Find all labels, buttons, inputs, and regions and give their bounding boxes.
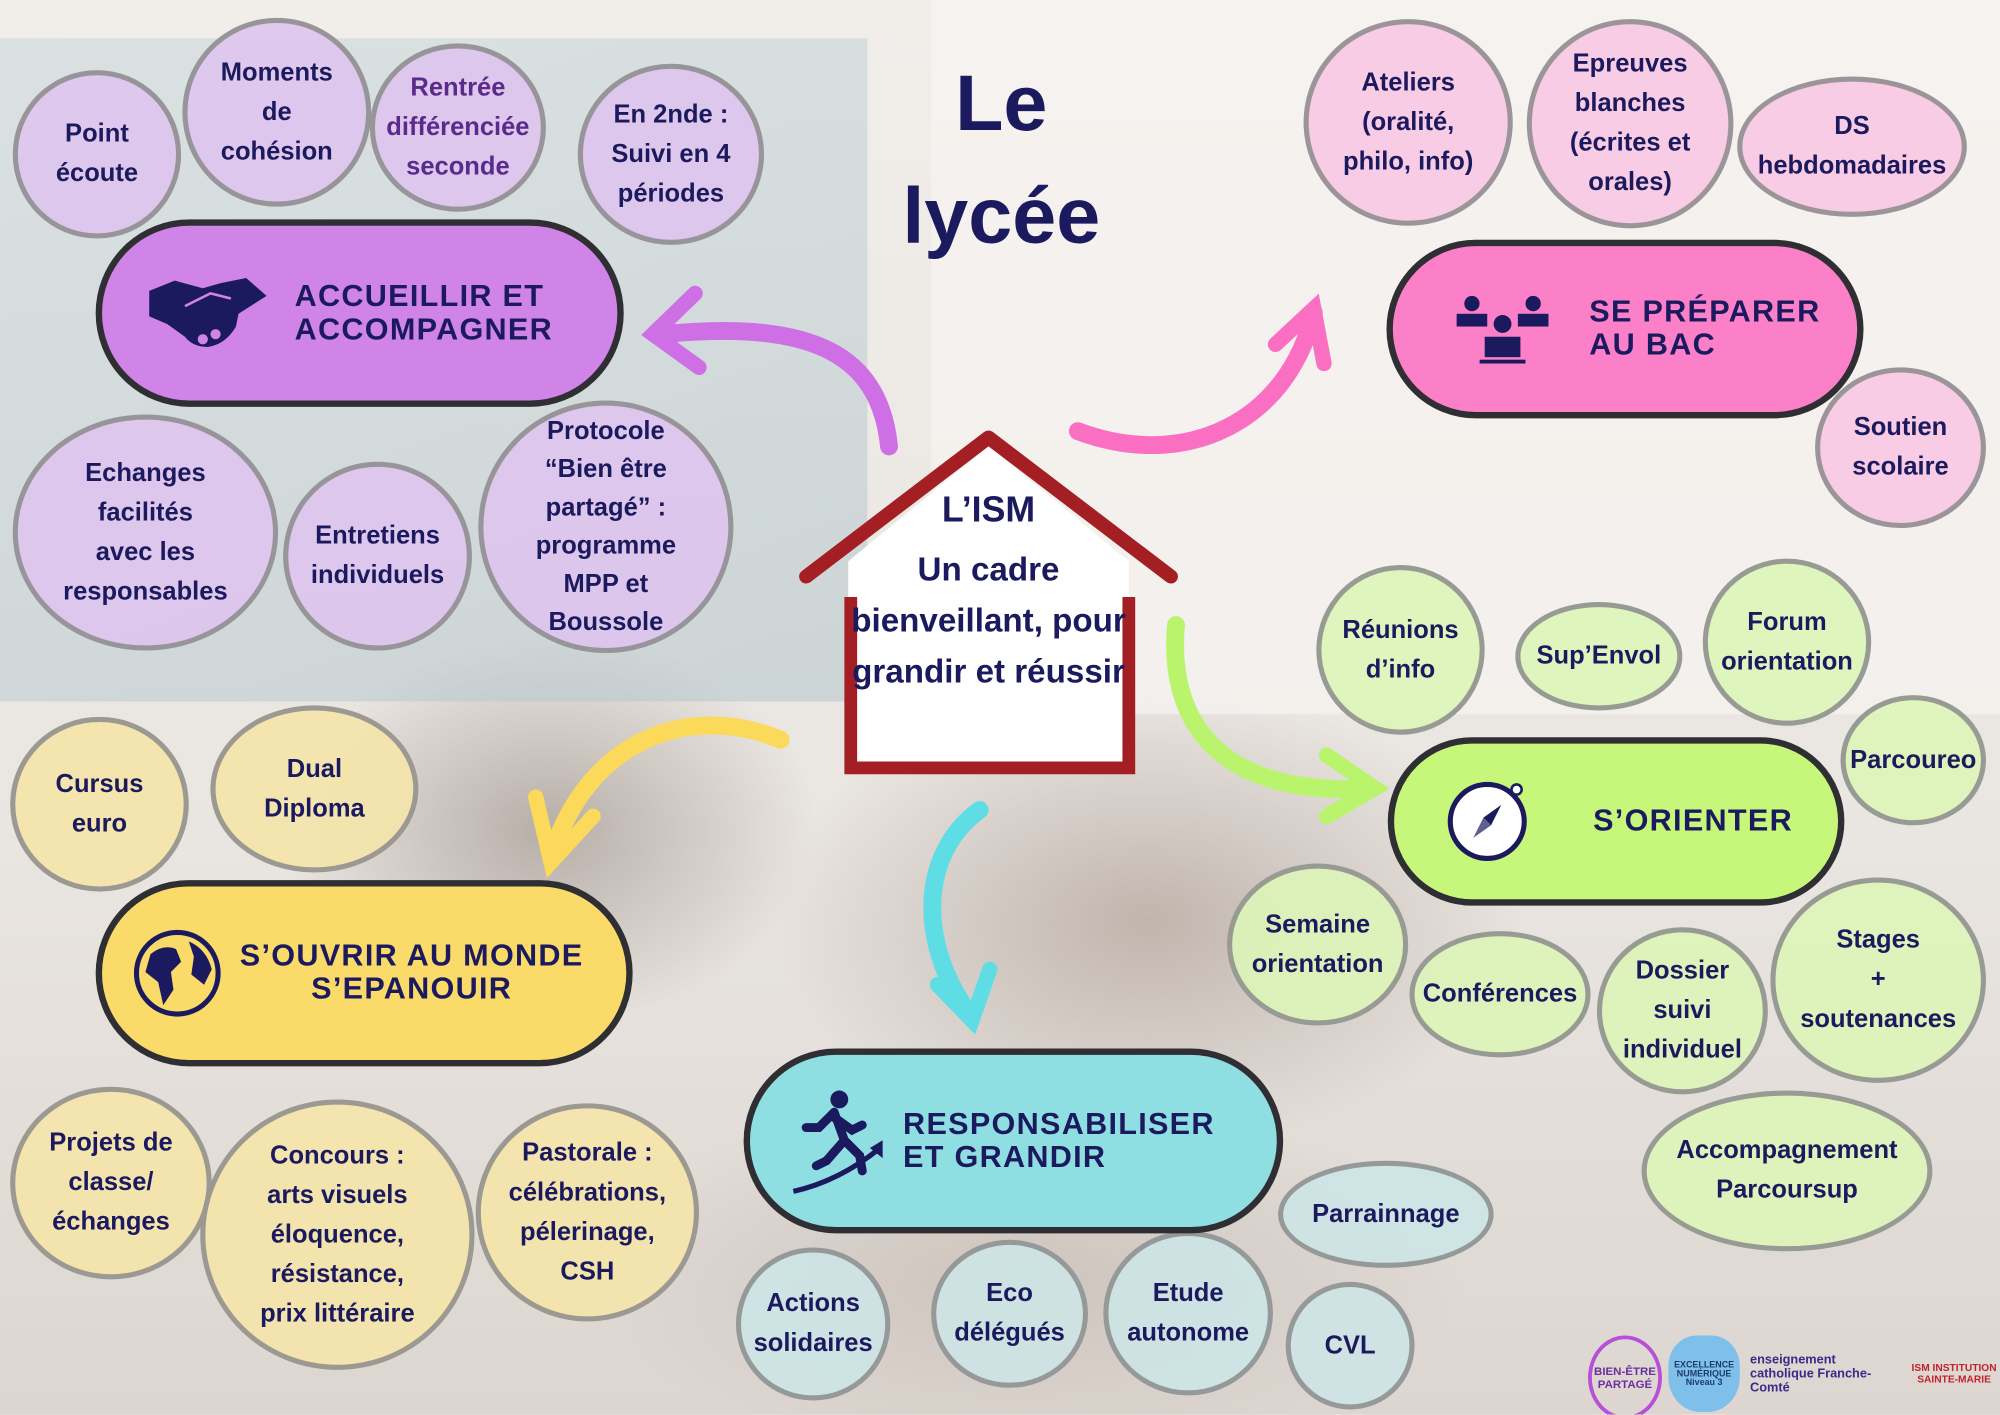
- page-title: Le lycée: [893, 48, 1110, 272]
- pill-accueillir[interactable]: ACCUEILLIR ET ACCOMPAGNER: [95, 219, 624, 407]
- bubble-epreuves-blanches: Epreuves blanches (écrites et orales): [1526, 19, 1734, 229]
- bubble-concours: Concours : arts visuels éloquence, résis…: [200, 1099, 475, 1370]
- arrow-to-accueillir: [654, 322, 898, 456]
- bubble-actions-solidaires: Actions solidaires: [735, 1247, 891, 1401]
- pill-orienter[interactable]: S’ORIENTER: [1387, 737, 1845, 906]
- handshake-icon: [149, 277, 267, 347]
- logo-bien-etre-partage: BIEN-ÊTRE PARTAGÉ: [1588, 1335, 1662, 1415]
- bubble-supenvol: Sup’Envol: [1515, 602, 1683, 711]
- pill-responsabiliser[interactable]: RESPONSABILISER ET GRANDIR: [743, 1048, 1284, 1234]
- bubble-en-2nde: En 2nde : Suivi en 4 périodes: [577, 63, 765, 245]
- title-line-1: Le: [955, 59, 1048, 148]
- bubble-cursus-euro: Cursus euro: [10, 716, 189, 892]
- bubble-semaine-orientation: Semaine orientation: [1227, 863, 1409, 1026]
- center-text: L’ISM Un cadre bienveillant, pour grandi…: [844, 485, 1132, 697]
- arrow-to-orienter: [1166, 616, 1381, 798]
- pill-bac[interactable]: SE PRÉPARER AU BAC: [1386, 239, 1864, 419]
- pill-label: RESPONSABILISER ET GRANDIR: [903, 1106, 1215, 1175]
- bubble-projets: Projets de classe/ échanges: [10, 1086, 212, 1280]
- bubble-cvl: CVL: [1285, 1281, 1415, 1410]
- pill-label: S’OUVRIR AU MONDE S’EPANOUIR: [239, 938, 584, 1007]
- bubble-protocole: Protocole “Bien être partagé” : programm…: [478, 400, 734, 654]
- bubble-parcoursup: Accompagnement Parcoursup: [1641, 1090, 1933, 1252]
- bubble-parrainnage: Parrainnage: [1278, 1160, 1494, 1268]
- center-name: L’ISM: [941, 489, 1036, 530]
- bubble-etude-autonome: Etude autonome: [1103, 1230, 1273, 1396]
- logo-excellence-numerique: EXCELLENCE NUMÉRIQUE Niveau 3: [1668, 1335, 1740, 1412]
- bubble-point-ecoute: Point écoute: [12, 70, 182, 239]
- runner-icon: [792, 1089, 883, 1194]
- bubble-forum: Forum orientation: [1702, 558, 1872, 726]
- title-line-2: lycée: [902, 172, 1101, 261]
- bubble-reunions: Réunions d’info: [1316, 565, 1485, 735]
- bubble-parcoureo: Parcoureo: [1840, 695, 1986, 826]
- bubble-pastorale: Pastorale : célébrations, pélerinage, CS…: [475, 1103, 699, 1322]
- students-icon: [1456, 295, 1549, 364]
- bubble-stages: Stages + soutenances: [1770, 877, 1986, 1083]
- pill-label: ACCUEILLIR ET ACCOMPAGNER: [294, 278, 554, 347]
- bubble-dossier: Dossier suivi individuel: [1596, 927, 1768, 1095]
- bubble-moments-cohesion: Moments de cohésion: [182, 17, 372, 207]
- bubble-eco-delegues: Eco délégués: [931, 1239, 1089, 1388]
- pill-label: S’ORIENTER: [1593, 803, 1793, 839]
- globe-icon: [133, 929, 221, 1017]
- bubble-soutien: Soutien scolaire: [1815, 367, 1986, 529]
- bubble-entretiens: Entretiens individuels: [283, 461, 472, 651]
- bubble-conferences: Conférences: [1409, 931, 1591, 1058]
- logo-ism: ISM INSTITUTION SAINTE-MARIE: [1911, 1362, 1997, 1386]
- bubble-echanges: Echanges facilités avec les responsables: [12, 414, 279, 651]
- logo-enseignement-catholique: enseignement catholique Franche-Comté: [1749, 1352, 1872, 1395]
- compass-icon: [1447, 781, 1527, 861]
- bubble-rentree-differenciee: Rentrée différenciée seconde: [369, 43, 546, 212]
- bubble-ateliers: Ateliers (oralité, philo, info): [1303, 19, 1513, 226]
- arrow-to-monde: [542, 716, 790, 867]
- arrow-to-responsabiliser: [923, 801, 989, 1023]
- pill-monde[interactable]: S’OUVRIR AU MONDE S’EPANOUIR: [95, 880, 633, 1067]
- center-tagline: Un cadre bienveillant, pour grandir et r…: [851, 549, 1126, 691]
- bubble-dual-diploma: Dual Diploma: [210, 705, 419, 873]
- bubble-ds: DS hebdomadaires: [1737, 76, 1967, 217]
- pill-label: SE PRÉPARER AU BAC: [1589, 294, 1821, 363]
